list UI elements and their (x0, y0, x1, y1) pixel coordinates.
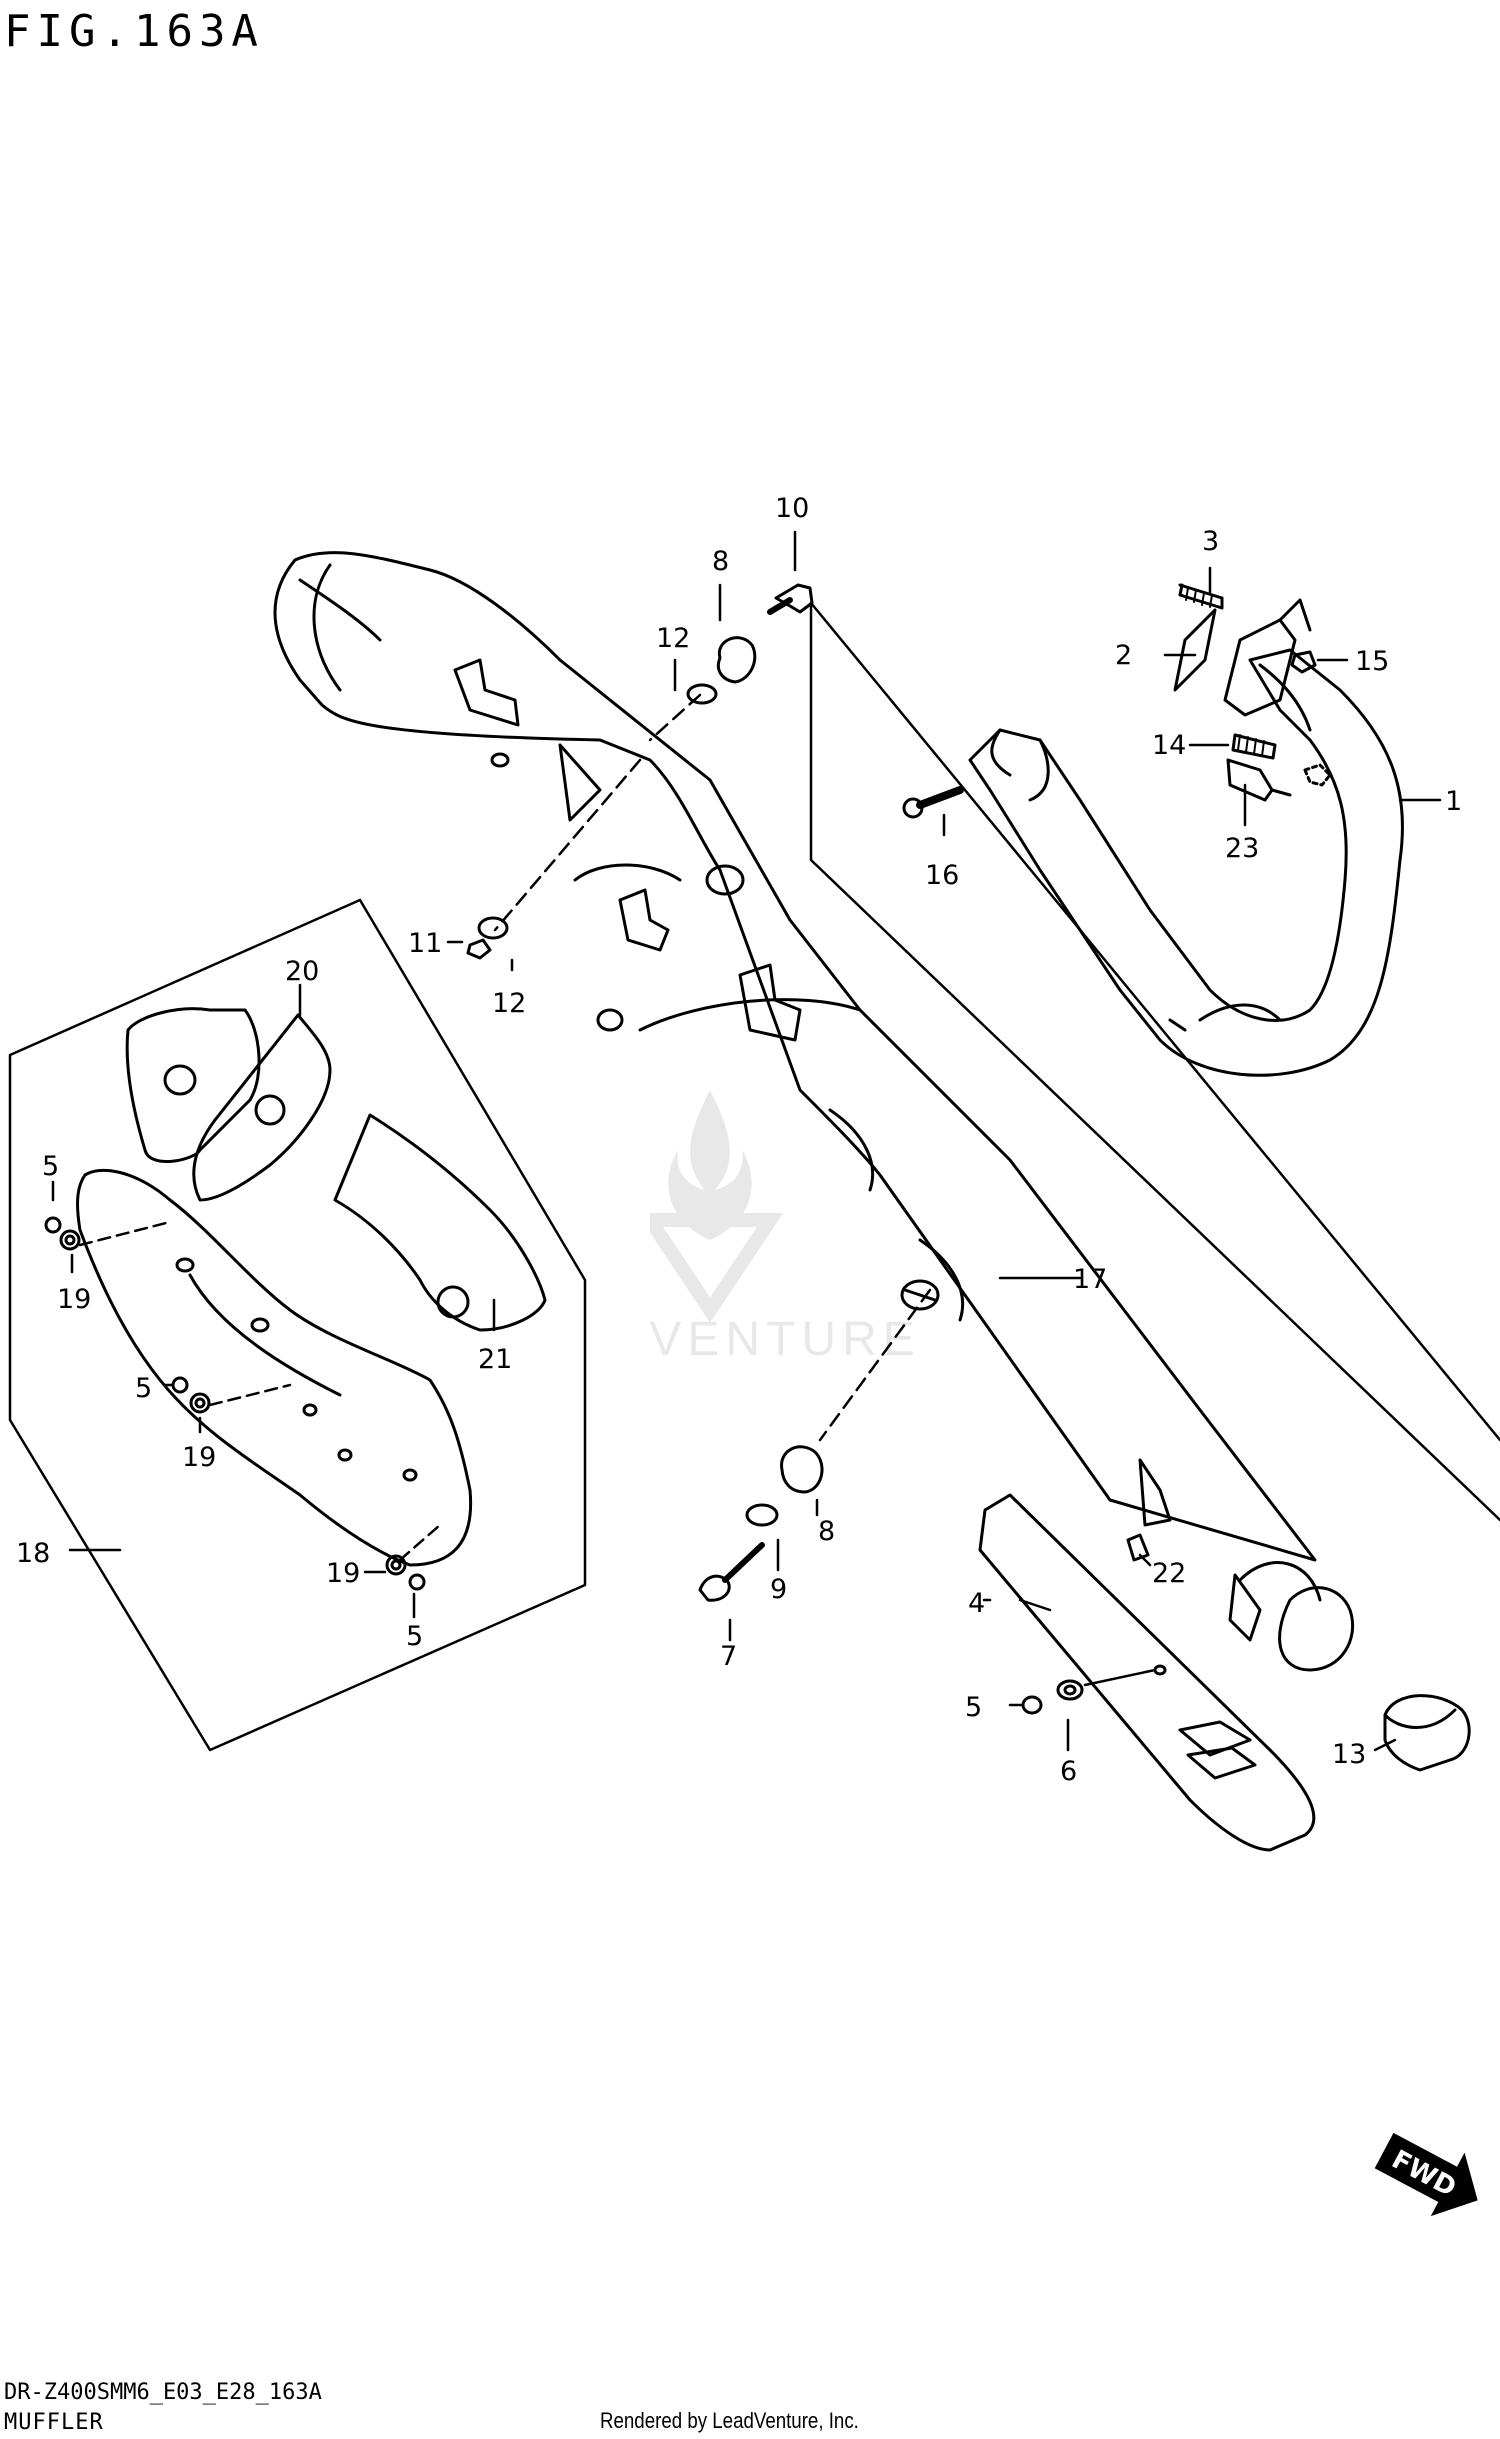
muffler-bracket-clip[interactable] (1126, 1533, 1150, 1562)
heat-shield-upper[interactable] (125, 1007, 261, 1164)
callout-5-protector: 5 (965, 1692, 982, 1723)
upper-mount-guide-line (648, 693, 702, 742)
callout-5-shield-mid: 5 (135, 1373, 152, 1404)
shield-guide-a (78, 1220, 172, 1247)
callout-8-lower: 8 (818, 1516, 835, 1547)
heat-shield-side-plate[interactable] (76, 1168, 473, 1567)
callout-6: 6 (1060, 1756, 1077, 1787)
callout-19-mid: 19 (182, 1442, 216, 1473)
muffler-body[interactable] (273, 551, 1355, 1672)
shield-screw-b[interactable] (171, 1376, 189, 1394)
lower-washer-12[interactable] (477, 916, 509, 940)
lower-cushion[interactable] (780, 1445, 824, 1494)
callout-14: 14 (1152, 730, 1186, 761)
lower-mount-guide-line (818, 1288, 932, 1442)
shield-screw-c[interactable] (408, 1573, 426, 1591)
callout-16: 16 (925, 860, 959, 891)
callout-15: 15 (1355, 646, 1389, 677)
callout-20: 20 (285, 956, 319, 987)
shield-washer-b[interactable] (189, 1392, 211, 1414)
heat-shield-group-frame (8, 898, 587, 1752)
callout-11: 11 (408, 928, 442, 959)
callout-3: 3 (1202, 526, 1219, 557)
lower-washer[interactable] (745, 1503, 779, 1527)
section-name: MUFFLER (4, 2410, 104, 2435)
upper-washer[interactable] (686, 683, 718, 705)
exhaust-pipe[interactable] (968, 648, 1404, 1077)
muffler-end-cap[interactable] (1383, 1694, 1471, 1772)
watermark-text: LEADVENTURE (650, 1313, 921, 1366)
callout-9: 9 (770, 1574, 787, 1605)
exhaust-flange[interactable] (1223, 598, 1312, 717)
heat-shield-lower[interactable] (333, 1113, 547, 1332)
forward-direction-arrow-icon: FWD (1374, 2132, 1478, 2217)
callout-5-shield-bottom: 5 (406, 1621, 423, 1652)
pipe-clamp-bolt[interactable] (902, 786, 964, 819)
upper-mount-bolt[interactable] (767, 583, 814, 615)
shield-guide-c (398, 1523, 442, 1562)
callout-1: 1 (1445, 786, 1462, 817)
exhaust-stud[interactable] (1178, 583, 1224, 610)
callout-4: 4 (968, 1588, 985, 1619)
leadventure-watermark-logo: LEADVENTURE (650, 1090, 921, 1366)
flange-nut[interactable] (1290, 650, 1317, 674)
lower-mount-bolt[interactable] (698, 1542, 765, 1602)
protector-guide-line (1083, 1668, 1157, 1687)
flange-bolt[interactable] (1231, 733, 1277, 760)
model-code: DR-Z400SMM6_E03_E28_163A (4, 2380, 322, 2405)
callout-18: 18 (16, 1538, 50, 1569)
shield-washer-a[interactable] (59, 1229, 81, 1251)
callout-10: 10 (775, 493, 809, 524)
callout-7: 7 (720, 1641, 737, 1672)
callout-19-bottom: 19 (326, 1558, 360, 1589)
oxygen-sensor[interactable] (1226, 758, 1332, 802)
shield-washer-c[interactable] (385, 1554, 407, 1576)
protector-screw[interactable] (1021, 1695, 1043, 1715)
callout-12-upper: 12 (656, 623, 690, 654)
callout-17: 17 (1073, 1264, 1107, 1295)
shield-screw-a[interactable] (44, 1216, 62, 1234)
figure-title: FIG.163A (4, 6, 264, 57)
callout-5-shield-top: 5 (42, 1151, 59, 1182)
exhaust-gasket[interactable] (1173, 608, 1217, 692)
upper-cushion[interactable] (716, 636, 757, 684)
callout-8-upper: 8 (712, 546, 729, 577)
upper-mount-guide-line-2 (493, 758, 642, 932)
leader-lines (51, 530, 1442, 1752)
muffler-protector[interactable] (978, 1493, 1316, 1852)
callout-23: 23 (1225, 833, 1259, 864)
render-credit: Rendered by LeadVenture, Inc. (600, 2408, 859, 2433)
group-frame-top (809, 601, 1500, 1522)
protector-washer[interactable] (1056, 1679, 1084, 1701)
heat-shield-cover[interactable] (192, 1013, 332, 1202)
upper-nut-11[interactable] (466, 938, 492, 960)
callout-21: 21 (478, 1344, 512, 1375)
group-frame-muffler (809, 601, 1500, 1442)
callout-13: 13 (1332, 1739, 1366, 1770)
callout-19-top: 19 (57, 1284, 91, 1315)
shield-guide-b (208, 1383, 292, 1407)
callout-2: 2 (1115, 640, 1132, 671)
callout-12-lower: 12 (492, 988, 526, 1019)
callout-22: 22 (1152, 1558, 1186, 1589)
